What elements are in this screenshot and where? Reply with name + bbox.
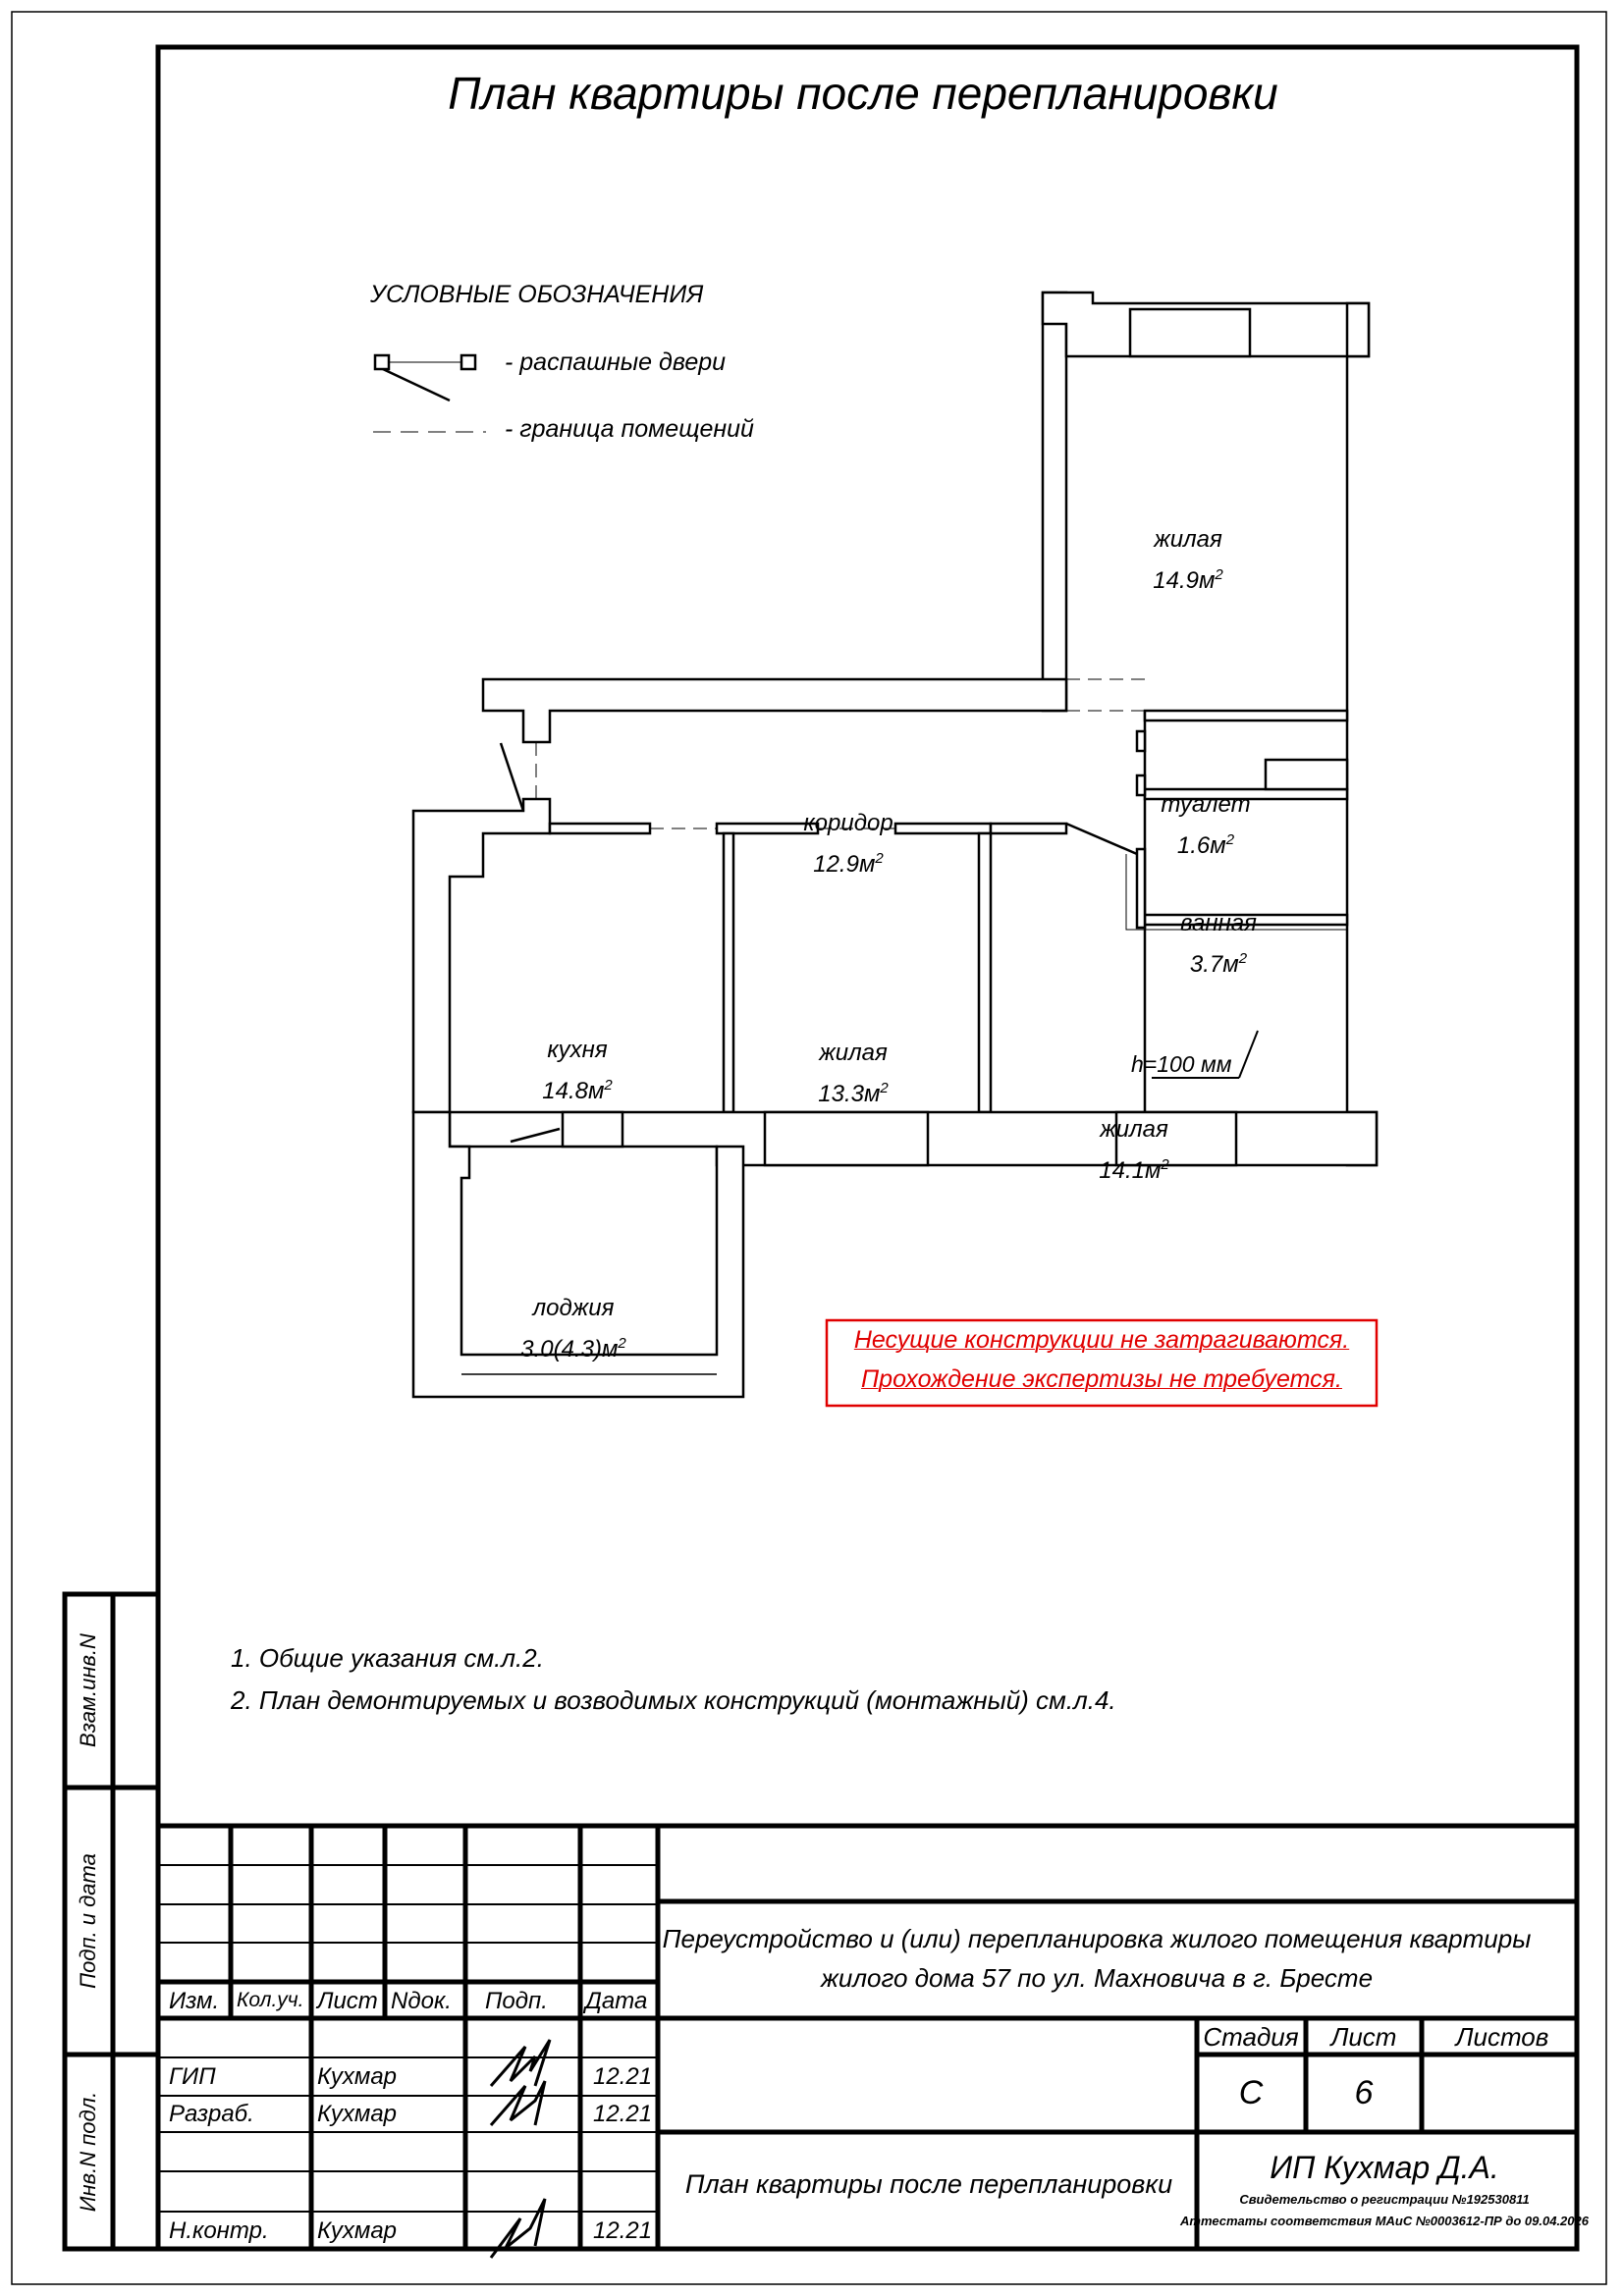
date-norm-control: 12.21 <box>593 2217 653 2244</box>
role-developer: Разраб. <box>169 2101 254 2127</box>
legend-door-symbol <box>373 353 477 402</box>
floor-plan <box>373 291 1379 1408</box>
header-ndok: Nдок. <box>391 1988 452 2014</box>
side-label-replacement: Взам.инв.N <box>76 1633 100 1747</box>
red-note-box <box>825 1318 1379 1408</box>
header-izm: Изм. <box>169 1988 220 2014</box>
name-gip: Кухмар <box>317 2063 398 2090</box>
note-2: 2. План демонтируемых и возводимых конст… <box>231 1685 1116 1715</box>
role-gip: ГИП <box>169 2063 216 2090</box>
red-note-line2: Прохождение экспертизы не требуется. <box>861 1365 1342 1393</box>
stage-label: Стадия <box>1203 2022 1299 2052</box>
sheet-label: Лист <box>1330 2022 1397 2052</box>
project-line-1: Переустройство и (или) перепланировка жи… <box>662 1924 1532 1953</box>
side-strip <box>62 1591 158 2252</box>
red-note-line1: Несущие конструкции не затрагиваются. <box>853 1326 1350 1354</box>
legend-heading: УСЛОВНЫЕ ОБОЗНАЧЕНИЯ <box>370 281 704 308</box>
signature <box>489 2039 552 2259</box>
header-kol-uch: Кол.уч. <box>237 1989 304 2011</box>
header-list: Лист <box>317 1988 378 2014</box>
legend-boundary-label: - граница помещений <box>505 415 754 443</box>
sheet-value: 6 <box>1354 2074 1374 2111</box>
page-title: План квартиры после перепланировки <box>448 68 1278 119</box>
sheet-title: План квартиры после перепланировки <box>684 2169 1173 2199</box>
registration-certificate: Свидетельство о регистрации №192530811 <box>1239 2192 1530 2207</box>
side-label-inventory: Инв.N подл. <box>76 2091 100 2213</box>
stage-value: С <box>1238 2074 1264 2111</box>
name-developer: Кухмар <box>317 2101 398 2127</box>
project-line-2: жилого дома 57 по ул. Махновича в г. Бре… <box>820 1963 1374 1993</box>
height-note: h=100 мм <box>1131 1051 1232 1077</box>
legend-doors-label: - распашные двери <box>505 348 727 376</box>
side-label-signature-date: Подп. и дата <box>76 1853 100 1989</box>
outer-border <box>11 11 1607 2285</box>
header-date: Дата <box>585 1988 648 2014</box>
note-1: 1. Общие указания см.л.2. <box>231 1643 544 1673</box>
sheets-label: Листов <box>1455 2022 1549 2052</box>
date-gip: 12.21 <box>593 2063 653 2090</box>
header-podp: Подп. <box>485 1988 548 2014</box>
date-developer: 12.21 <box>593 2101 653 2127</box>
role-norm-control: Н.контр. <box>169 2217 269 2244</box>
title-block-grid <box>158 1823 1577 2249</box>
conformity-certificate: Аттестаты соответствия МАиС №0003612-ПР … <box>1180 2214 1589 2228</box>
company-name: ИП Кухмар Д.А. <box>1270 2150 1499 2185</box>
name-norm-control: Кухмар <box>317 2217 398 2244</box>
main-frame <box>155 44 1580 2252</box>
